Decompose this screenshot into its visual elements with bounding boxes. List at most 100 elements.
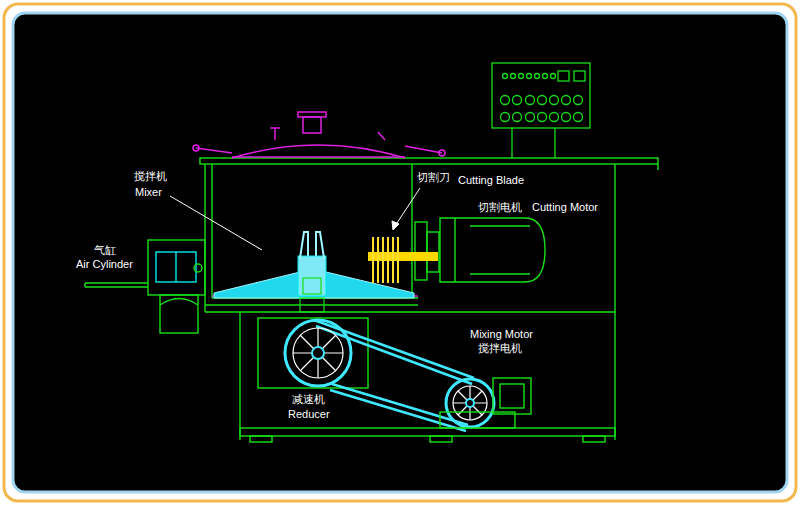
reducer-pulley bbox=[312, 347, 324, 359]
part-label: Cutting Motor bbox=[532, 201, 598, 214]
control-panel bbox=[519, 74, 524, 79]
reducer-pulley bbox=[293, 328, 343, 378]
vessel-lid bbox=[270, 127, 280, 129]
machine-housing bbox=[657, 164, 658, 170]
control-panel bbox=[543, 74, 548, 79]
machine-housing bbox=[200, 158, 658, 442]
control-panel bbox=[574, 71, 585, 81]
frame bbox=[4, 4, 796, 501]
air-cylinder bbox=[148, 240, 205, 295]
cutting-blade bbox=[377, 237, 379, 283]
control-panel bbox=[535, 74, 540, 79]
machine-housing bbox=[250, 436, 272, 442]
air-cylinder bbox=[175, 252, 176, 282]
cutting-motor bbox=[440, 218, 545, 282]
control-panel bbox=[492, 63, 590, 158]
air-cylinder bbox=[85, 286, 148, 287]
vessel-lid bbox=[196, 148, 232, 153]
air-cylinder bbox=[160, 299, 198, 306]
machine-housing bbox=[430, 436, 452, 442]
cutting-blade bbox=[373, 237, 398, 283]
machine-housing bbox=[205, 311, 615, 312]
mixing-vessel bbox=[205, 164, 418, 305]
control-panel bbox=[492, 63, 590, 128]
reducer bbox=[258, 318, 368, 388]
control-panel bbox=[550, 96, 559, 105]
mixer-blade bbox=[298, 256, 326, 296]
part-label: 搅拌机 bbox=[134, 170, 167, 183]
mixing-motor bbox=[440, 412, 515, 428]
mixing-vessel bbox=[211, 164, 212, 298]
motor-pulley bbox=[453, 386, 487, 420]
frame bbox=[13, 13, 787, 492]
frame bbox=[4, 4, 796, 501]
reducer-pulley bbox=[300, 335, 336, 371]
air-cylinder bbox=[156, 252, 196, 282]
control-panel bbox=[562, 96, 571, 105]
drive-belt bbox=[316, 326, 472, 384]
machine-housing bbox=[583, 436, 605, 442]
control-panel bbox=[501, 113, 510, 122]
reducer-pulley bbox=[285, 320, 351, 386]
reducer-pulley bbox=[293, 328, 343, 378]
drive-belt bbox=[332, 384, 468, 425]
machine-housing bbox=[240, 428, 615, 436]
mixing-motor bbox=[440, 378, 531, 428]
reducer-pulley bbox=[300, 335, 336, 371]
mixing-motor bbox=[493, 378, 531, 414]
mixer-blade bbox=[303, 278, 321, 294]
leader-line bbox=[170, 188, 420, 250]
air-cylinder bbox=[85, 282, 148, 283]
control-panel bbox=[574, 96, 583, 105]
vessel-lid bbox=[274, 128, 276, 140]
vessel-lid bbox=[303, 117, 321, 133]
cutting-motor bbox=[470, 225, 530, 226]
vessel-lid bbox=[298, 112, 326, 117]
control-panel bbox=[562, 113, 571, 122]
reducer bbox=[258, 318, 368, 388]
reducer-pulley bbox=[285, 320, 351, 386]
control-panel bbox=[558, 71, 569, 81]
motor-pulley bbox=[446, 379, 494, 427]
mixing-vessel bbox=[411, 164, 412, 298]
control-panel bbox=[513, 96, 522, 105]
vessel-lid bbox=[439, 150, 445, 156]
part-label: Reducer bbox=[288, 408, 330, 421]
cutting-blade bbox=[392, 237, 394, 283]
mixing-vessel bbox=[205, 304, 418, 305]
control-panel bbox=[513, 113, 522, 122]
machine-housing bbox=[200, 158, 658, 164]
control-panel bbox=[554, 128, 555, 158]
motor-pulley bbox=[453, 386, 487, 420]
control-panel bbox=[511, 128, 512, 158]
part-label: Cutting Blade bbox=[458, 174, 524, 187]
control-panel bbox=[538, 96, 547, 105]
drive-belt bbox=[314, 320, 474, 378]
cutting-motor bbox=[470, 273, 530, 274]
vessel-lid bbox=[405, 146, 442, 153]
mixer-blade bbox=[300, 298, 324, 312]
machine-housing bbox=[239, 312, 240, 440]
vessel-lid bbox=[232, 145, 405, 158]
control-panel bbox=[550, 113, 559, 122]
mixer-blade bbox=[214, 232, 414, 312]
part-label: 切割电机 bbox=[478, 201, 522, 214]
control-panel bbox=[501, 96, 510, 105]
control-panel bbox=[503, 74, 508, 79]
part-label: 切割刀 bbox=[417, 171, 450, 184]
leader-line bbox=[170, 196, 262, 250]
control-panel bbox=[551, 74, 556, 79]
cutting-blade bbox=[372, 237, 374, 283]
mixing-motor bbox=[500, 384, 524, 408]
vessel-lid bbox=[193, 145, 199, 151]
cutting-blade bbox=[368, 237, 438, 283]
leader-line bbox=[395, 188, 420, 226]
air-cylinder bbox=[194, 264, 202, 272]
motor-pulley bbox=[446, 379, 494, 427]
cutting-motor bbox=[454, 218, 455, 282]
leader-line bbox=[392, 221, 399, 230]
control-panel bbox=[538, 113, 547, 122]
vessel-lid bbox=[232, 156, 405, 158]
part-label: Mixing Motor bbox=[470, 328, 533, 341]
